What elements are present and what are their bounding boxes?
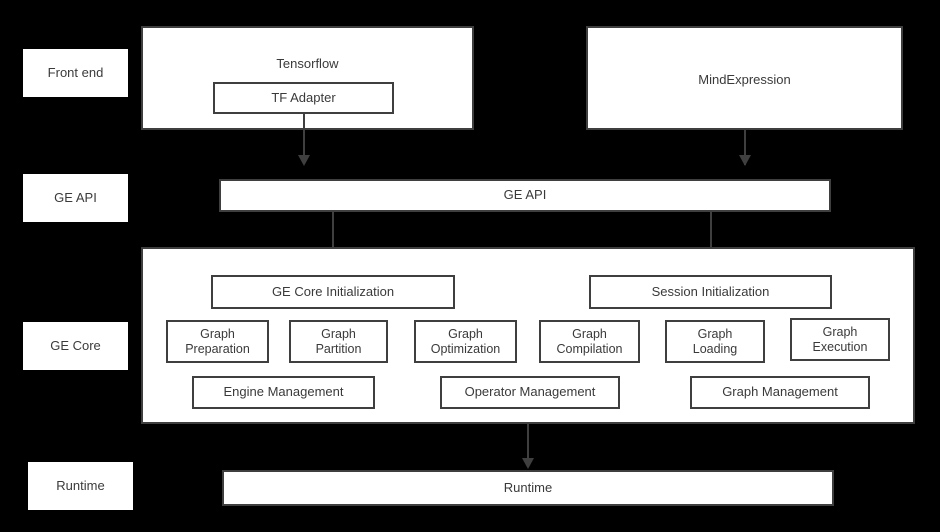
ge-api-bar[interactable]: GE API xyxy=(219,179,831,212)
connector-geapi-to-gecoreinit xyxy=(332,212,334,262)
connector-gecore-to-runtime xyxy=(527,424,529,466)
graph-management-box[interactable]: Graph Management xyxy=(690,376,870,409)
mindexpression-panel[interactable]: MindExpression xyxy=(586,26,903,130)
lane-label-runtime: Runtime xyxy=(28,462,133,510)
connector-tfadapter-to-geapi xyxy=(303,114,305,164)
graph-preparation-box[interactable]: Graph Preparation xyxy=(166,320,269,363)
lane-label-ge-core: GE Core xyxy=(23,322,128,370)
engine-management-box[interactable]: Engine Management xyxy=(192,376,375,409)
lane-label-ge-api: GE API xyxy=(23,174,128,222)
graph-partition-box[interactable]: Graph Partition xyxy=(289,320,388,363)
arrowhead-gecore-to-runtime xyxy=(522,458,534,469)
operator-management-box[interactable]: Operator Management xyxy=(440,376,620,409)
tensorflow-panel[interactable]: Tensorflow xyxy=(141,26,474,130)
session-initialization-box[interactable]: Session Initialization xyxy=(589,275,832,309)
graph-loading-box[interactable]: Graph Loading xyxy=(665,320,765,363)
connector-geapi-to-sessioninit xyxy=(710,212,712,262)
arrowhead-mindexpression-to-geapi xyxy=(739,155,751,166)
lane-label-front-end: Front end xyxy=(23,49,128,97)
graph-optimization-box[interactable]: Graph Optimization xyxy=(414,320,517,363)
graph-compilation-box[interactable]: Graph Compilation xyxy=(539,320,640,363)
connector-mindexpression-to-geapi xyxy=(744,130,746,165)
mindexpression-title: MindExpression xyxy=(698,72,791,87)
tensorflow-title: Tensorflow xyxy=(276,56,339,71)
tf-adapter-box[interactable]: TF Adapter xyxy=(213,82,394,114)
runtime-bar[interactable]: Runtime xyxy=(222,470,834,506)
graph-execution-box[interactable]: Graph Execution xyxy=(790,318,890,361)
ge-core-initialization-box[interactable]: GE Core Initialization xyxy=(211,275,455,309)
arrowhead-tfadapter-to-geapi xyxy=(298,155,310,166)
